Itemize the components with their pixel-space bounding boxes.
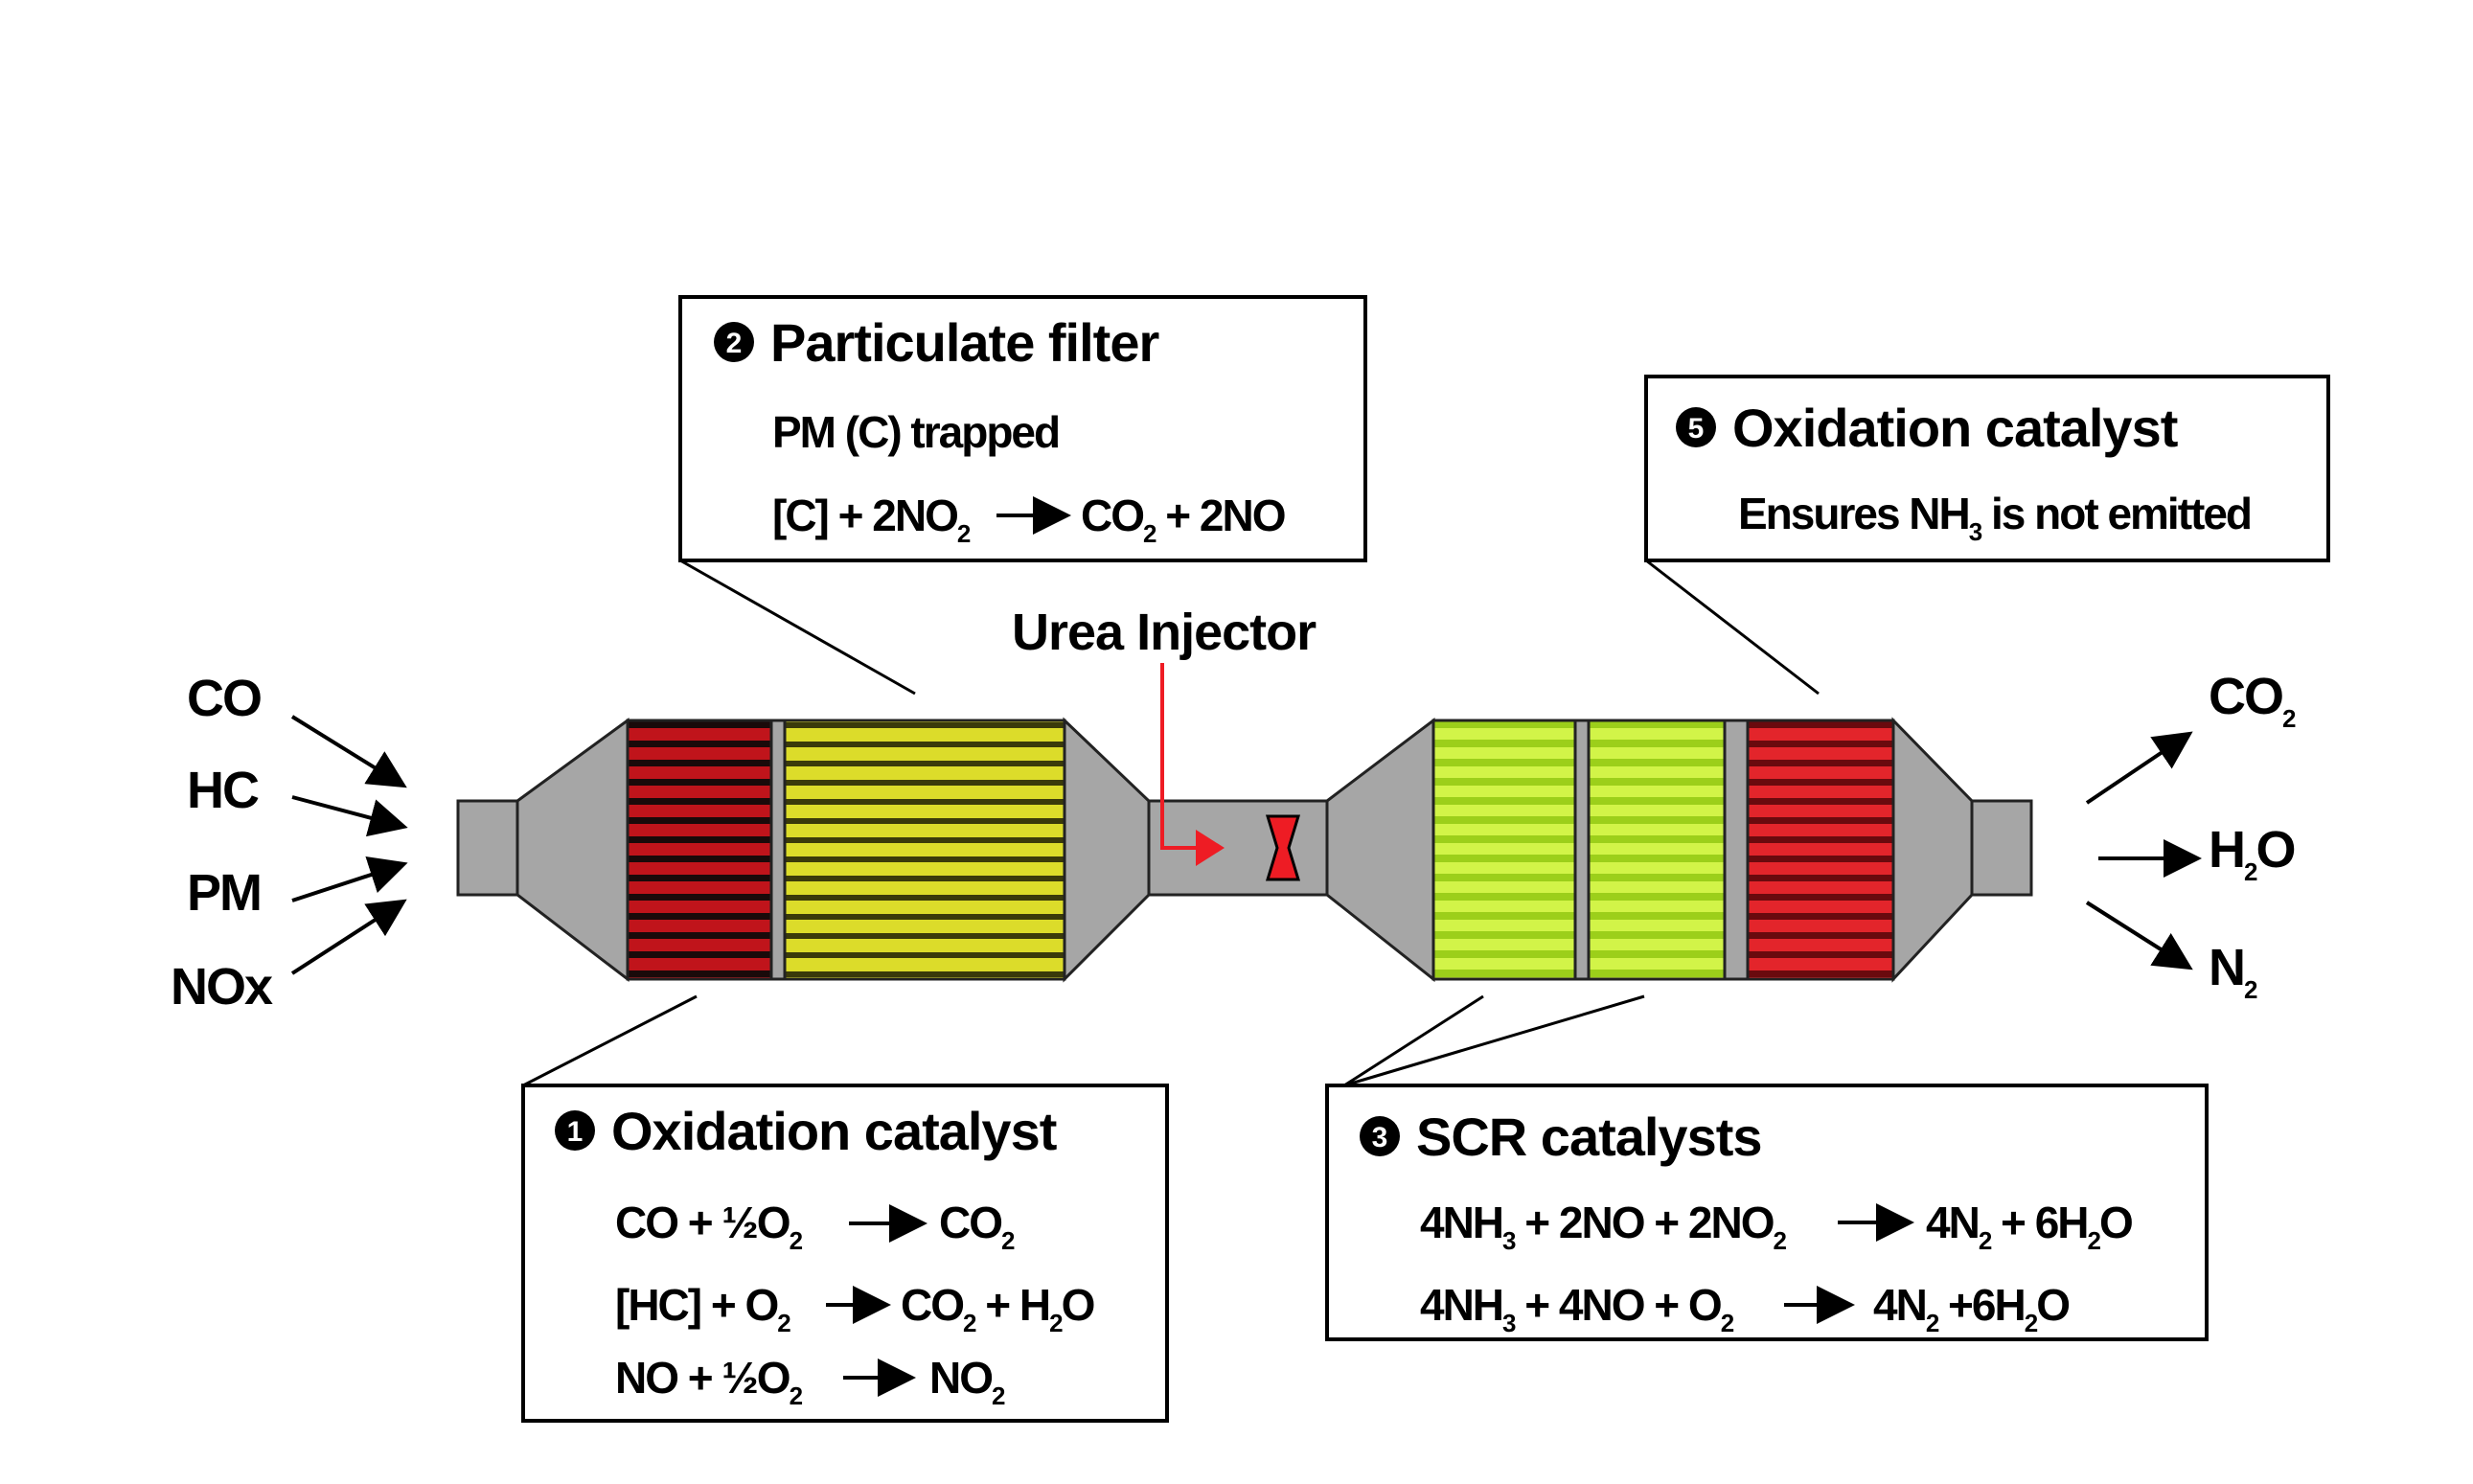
outlet-gas-labels: CO2 H2O N2 — [2209, 668, 2298, 1004]
inlet-arrow-pm — [291, 856, 408, 902]
leader-oxidation-catalyst-inlet — [522, 994, 698, 1087]
oxidation-catalyst-outlet-description: Ensures NH3 is not emitted — [1738, 489, 2251, 546]
urea-injector-nozzle-icon — [1265, 814, 1301, 881]
inlet-pipe — [456, 799, 519, 897]
urea-injection-arrowhead — [1196, 830, 1225, 866]
callout-oxidation-catalyst-outlet: 5 Oxidation catalyst Ensures NH3 is not … — [1644, 375, 2330, 562]
svg-text:1: 1 — [567, 1116, 584, 1148]
svg-text:3: 3 — [1372, 1122, 1388, 1153]
doc-dpf-housing — [456, 717, 1151, 983]
leader-scr-brick-1 — [1343, 994, 1484, 1087]
inlet-arrow-nox — [290, 899, 407, 975]
scr-equation-standard: 4NH3 + 4NO + O2 4N2 +6H2O — [1420, 1280, 2069, 1341]
oxidation-catalyst-inlet-title: Oxidation catalyst — [611, 1101, 1057, 1161]
oxidation-catalyst-brick — [626, 719, 773, 981]
particulate-filter-line1: PM (C) trapped — [772, 407, 1059, 457]
scr-catalyst-brick-2 — [1587, 719, 1727, 981]
particulate-filter-brick — [783, 719, 1066, 981]
oxidation-equation-hc: [HC] + O2 CO2 + H2O — [615, 1280, 1094, 1341]
callout-box-oxidation-catalyst-inlet — [521, 1084, 1169, 1423]
outlet-cone — [1891, 717, 1974, 983]
callout-box-oxidation-catalyst-outlet — [1644, 375, 2330, 562]
inlet-gas-hc: HC — [187, 762, 259, 819]
outlet-gas-n2: N2 — [2209, 939, 2257, 1004]
brick-separator-1 — [769, 719, 787, 981]
inlet-gas-co: CO — [187, 670, 261, 727]
number-2-icon: 2 — [714, 322, 754, 362]
inlet-arrow-co — [290, 715, 407, 788]
inlet-gas-nox: NOx — [171, 958, 273, 1016]
oxidation-equation-no: NO + ½O2 NO2 — [615, 1353, 1005, 1414]
leader-lines — [522, 559, 1820, 1087]
scr-inlet-cone — [1325, 717, 1435, 983]
outlet-pipe — [1970, 799, 2033, 897]
brick-separator-2 — [1573, 719, 1591, 981]
inlet-gas-labels: CO HC PM NOx — [171, 670, 275, 1016]
outlet-gas-h2o: H2O — [2209, 821, 2294, 886]
particulate-filter-equation: [C] + 2NO2 CO2 + 2NO — [772, 491, 1285, 552]
scr-equation-fast: 4NH3 + 2NO + 2NO2 4N2 + 6H2O — [1420, 1198, 2132, 1259]
callout-oxidation-catalyst-inlet: 1 Oxidation catalyst CO + ½O2 CO2 [HC] +… — [521, 1084, 1169, 1423]
scr-catalyst-brick-1 — [1431, 719, 1577, 981]
oxidation-equation-co: CO + ½O2 CO2 — [615, 1198, 1015, 1259]
outlet-gas-co2: CO2 — [2209, 668, 2296, 733]
callout-box-scr-catalysts — [1325, 1084, 2209, 1341]
inlet-gas-pm: PM — [187, 864, 261, 922]
svg-text:5: 5 — [1688, 413, 1705, 445]
brick-separator-3 — [1723, 719, 1750, 981]
outlet-arrows — [2085, 731, 2202, 970]
urea-injector-label: Urea Injector — [1012, 604, 1317, 661]
connecting-pipe: Urea Injector — [1012, 604, 1329, 897]
leader-particulate-filter — [679, 559, 916, 696]
number-3-icon: 3 — [1360, 1116, 1400, 1156]
inlet-arrows — [290, 715, 408, 975]
inlet-cone — [515, 718, 630, 983]
leader-oxidation-catalyst-outlet — [1645, 559, 1820, 696]
number-1-icon: 1 — [555, 1110, 595, 1151]
callout-particulate-filter: 2 Particulate filter PM (C) trapped [C] … — [678, 295, 1367, 562]
outlet-arrow-co2 — [2085, 731, 2193, 805]
particulate-filter-title: Particulate filter — [770, 312, 1158, 373]
scr-asc-housing — [1325, 717, 2033, 983]
svg-text:2: 2 — [726, 328, 743, 359]
outlet-arrow-n2 — [2085, 901, 2193, 970]
oxidation-catalyst-outlet-title: Oxidation catalyst — [1732, 398, 2178, 458]
scr-catalysts-title: SCR catalysts — [1416, 1107, 1762, 1167]
leader-scr-brick-2 — [1343, 994, 1645, 1087]
inlet-arrow-hc — [291, 795, 408, 837]
ammonia-slip-catalyst-brick — [1746, 719, 1895, 981]
callout-scr-catalysts: 3 SCR catalysts 4NH3 + 2NO + 2NO2 4N2 + … — [1325, 1084, 2209, 1341]
number-5-icon: 5 — [1676, 407, 1716, 447]
urea-injection-arrow — [1160, 663, 1198, 850]
mid-outlet-cone — [1063, 717, 1151, 983]
